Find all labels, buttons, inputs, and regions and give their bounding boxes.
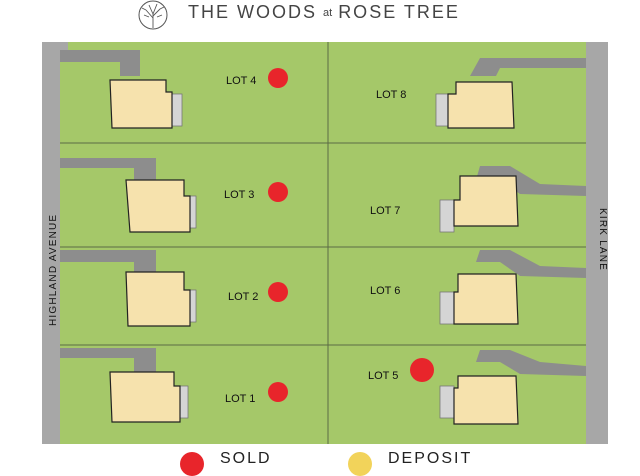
house-lot-1 (109, 371, 181, 423)
lot-7-label[interactable]: LOT 7 (370, 205, 400, 217)
header: THE WOODS at ROSE TREE (0, 0, 640, 34)
lot-2-label[interactable]: LOT 2 (228, 291, 258, 303)
lot-status-dots (268, 68, 434, 402)
status-dot-lot-4 (268, 68, 288, 88)
sold-dot-icon (180, 452, 204, 476)
kirk-lane-road[interactable] (586, 42, 608, 444)
site-title: THE WOODS at ROSE TREE (188, 2, 460, 23)
tree-logo-icon (138, 0, 168, 30)
site-plan-map: LOT 4 LOT 8 LOT 3 LOT 7 LOT 2 LOT 6 LOT … (42, 42, 608, 444)
lot-3-label[interactable]: LOT 3 (224, 189, 254, 201)
house-lot-8 (447, 81, 515, 129)
status-dot-lot-2 (268, 282, 288, 302)
status-dot-lot-1 (268, 382, 288, 402)
status-dot-lot-3 (268, 182, 288, 202)
house-lot-5 (453, 375, 519, 425)
lot-4-label[interactable]: LOT 4 (226, 75, 256, 87)
highland-avenue-label: HIGHLAND AVENUE (48, 214, 59, 326)
house-lot-7 (453, 175, 519, 227)
lot-1-label[interactable]: LOT 1 (225, 393, 255, 405)
driveways-right (470, 58, 586, 376)
title-right: ROSE TREE (338, 2, 460, 22)
deposit-dot-icon (348, 452, 372, 476)
houses (109, 79, 519, 425)
lot-8-label[interactable]: LOT 8 (376, 89, 406, 101)
legend-sold: SOLD (180, 446, 272, 476)
driveways-left (60, 50, 156, 372)
title-at: at (323, 7, 333, 20)
house-lot-6 (453, 273, 519, 325)
house-lot-2 (125, 271, 191, 327)
legend-deposit: DEPOSIT (348, 446, 472, 476)
kirk-lane-label: KIRK LANE (597, 208, 608, 271)
legend-deposit-label: DEPOSIT (388, 450, 473, 467)
lot-5-label[interactable]: LOT 5 (368, 370, 398, 382)
legend-sold-label: SOLD (220, 450, 272, 467)
house-lot-3 (125, 179, 191, 233)
house-lot-4 (109, 79, 173, 129)
highland-avenue-road[interactable] (42, 42, 60, 444)
lot-6-label[interactable]: LOT 6 (370, 285, 400, 297)
title-left: THE WOODS (188, 2, 317, 22)
lot-boundaries (60, 42, 586, 444)
legend: SOLD DEPOSIT (0, 446, 640, 476)
status-dot-lot-5 (410, 358, 434, 382)
